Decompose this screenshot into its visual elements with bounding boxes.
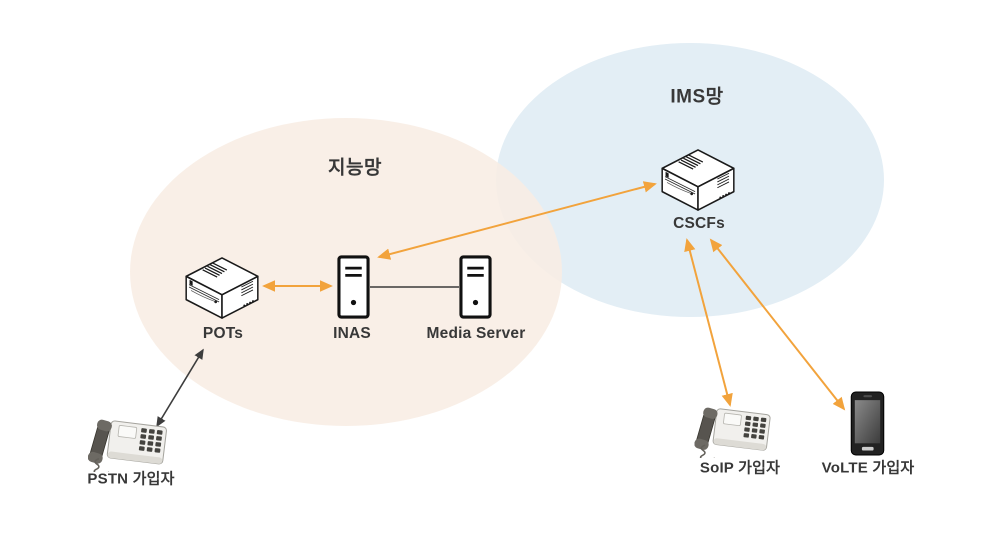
smartphone-icon bbox=[850, 391, 885, 456]
media-server-label: Media Server bbox=[426, 325, 526, 342]
pots-label: POTs bbox=[202, 325, 244, 342]
network-box-icon bbox=[661, 149, 735, 211]
tower-server-icon bbox=[459, 255, 492, 319]
ims-network-label: IMS망 bbox=[670, 86, 724, 108]
intelligent-network-label: 지능망 bbox=[328, 157, 382, 179]
connection-pots-pstn bbox=[156, 348, 204, 428]
pstn-subscriber-label: PSTN 가입자 bbox=[87, 470, 175, 488]
connection-inas-cscfs bbox=[377, 181, 657, 260]
tower-server-icon bbox=[337, 255, 370, 319]
inas-label: INAS bbox=[333, 325, 371, 342]
desk-phone-icon bbox=[692, 406, 776, 458]
volte-subscriber-label: VoLTE 가입자 bbox=[821, 459, 915, 477]
connection-cscfs-volte bbox=[709, 238, 846, 411]
cscfs-label: CSCFs bbox=[673, 215, 725, 232]
desk-phone-icon bbox=[86, 418, 172, 472]
network-box-icon bbox=[185, 257, 259, 319]
soip-subscriber-label: SoIP 가입자 bbox=[699, 459, 781, 477]
